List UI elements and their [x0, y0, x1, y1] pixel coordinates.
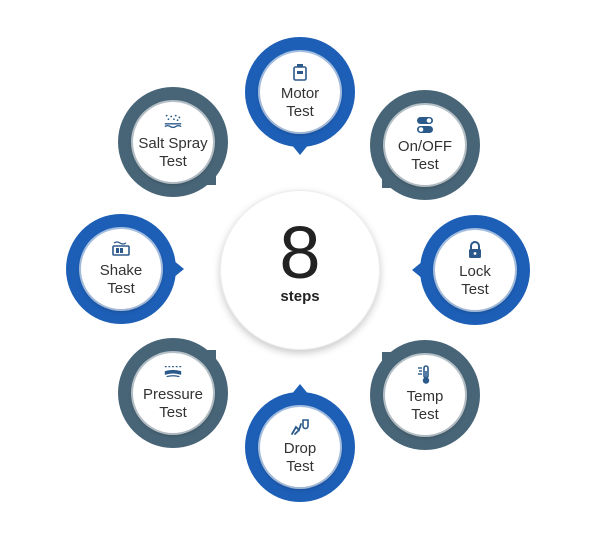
pointer-arrow — [291, 144, 309, 155]
step-disc — [133, 102, 213, 182]
step-salt-spray: Salt Spray Test — [118, 87, 228, 197]
step-disc — [81, 229, 161, 309]
step-drop: Drop Test — [245, 384, 355, 502]
toggle-icon — [415, 116, 435, 134]
lock-icon — [465, 241, 485, 259]
step-disc — [260, 407, 340, 487]
step-pressure: Pressure Test — [118, 338, 228, 448]
shake-icon — [111, 240, 131, 258]
steps-label: steps — [280, 288, 320, 305]
step-lock: Lock Test — [412, 215, 530, 325]
step-onoff: On/OFF Test — [370, 90, 480, 200]
pointer-arrow — [173, 260, 184, 278]
drop-icon — [290, 418, 310, 436]
pressure-icon — [163, 364, 183, 382]
salt-spray-icon — [163, 113, 183, 131]
steps-count: 8 — [279, 211, 321, 294]
step-disc — [435, 230, 515, 310]
step-disc — [385, 355, 465, 435]
step-shake: Shake Test — [66, 214, 184, 324]
step-label: Motor Test — [280, 85, 320, 120]
pointer-arrow — [291, 384, 309, 395]
step-label: On/OFF Test — [397, 138, 453, 173]
thermometer-icon — [415, 365, 435, 384]
step-label: Pressure Test — [142, 386, 204, 421]
pointer-arrow — [412, 261, 423, 279]
step-label: Shake Test — [99, 262, 143, 297]
step-label: Salt Spray Test — [138, 135, 208, 170]
step-label: Drop Test — [283, 440, 317, 475]
center-disc: 8 steps — [220, 190, 380, 350]
step-label: Temp Test — [406, 388, 444, 423]
motor-icon — [290, 63, 310, 81]
step-temp: Temp Test — [370, 340, 480, 450]
step-label: Lock Test — [459, 263, 491, 298]
step-motor: Motor Test — [245, 37, 355, 155]
